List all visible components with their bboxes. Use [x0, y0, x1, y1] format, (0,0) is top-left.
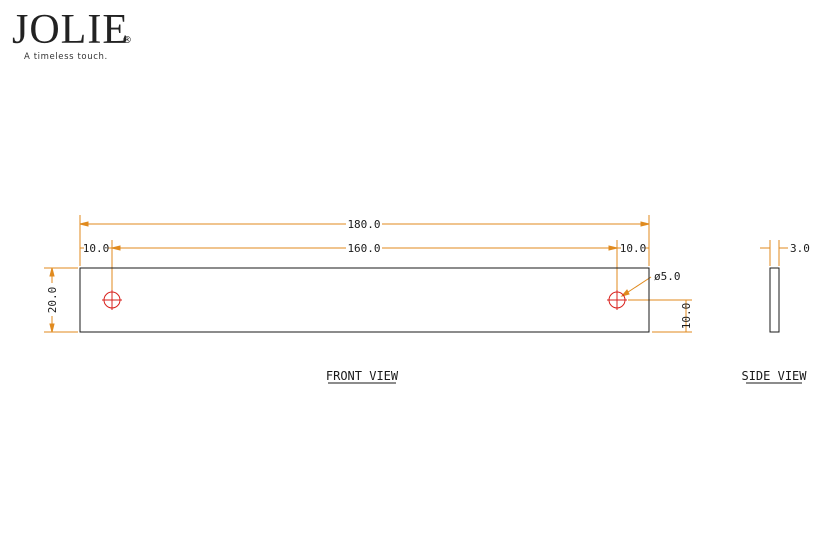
arrowhead — [49, 267, 55, 277]
dim-label-hole-diameter: ø5.0 — [654, 270, 681, 283]
side-view-title: SIDE VIEW — [741, 369, 807, 383]
arrowhead — [608, 245, 618, 251]
dim-label-hole-spacing: 160.0 — [347, 242, 380, 255]
dim-label-height: 20.0 — [46, 287, 59, 314]
dim-label-right-edge: 10.0 — [620, 242, 647, 255]
front-view-outline — [79, 267, 650, 333]
side-view-outline — [769, 267, 780, 333]
hole-right — [607, 290, 627, 310]
dim-label-thickness: 3.0 — [790, 242, 810, 255]
hole-left — [102, 290, 122, 310]
arrowhead — [111, 245, 121, 251]
arrowhead — [640, 221, 650, 227]
arrowhead — [79, 221, 89, 227]
dim-label-left-edge: 10.0 — [83, 242, 110, 255]
arrowhead — [620, 289, 630, 297]
logo-tagline: A timeless touch. — [24, 52, 108, 62]
front-view-title: FRONT VIEW — [326, 369, 399, 383]
dim-label-overall-length: 180.0 — [347, 218, 380, 231]
arrowhead — [49, 323, 55, 333]
dim-label-hole-from-bottom: 10.0 — [680, 303, 693, 330]
registered-mark: ® — [122, 35, 132, 46]
logo-wordmark: JOLIE — [12, 7, 129, 53]
brand-logo: JOLIE ® A timeless touch. — [12, 8, 152, 64]
